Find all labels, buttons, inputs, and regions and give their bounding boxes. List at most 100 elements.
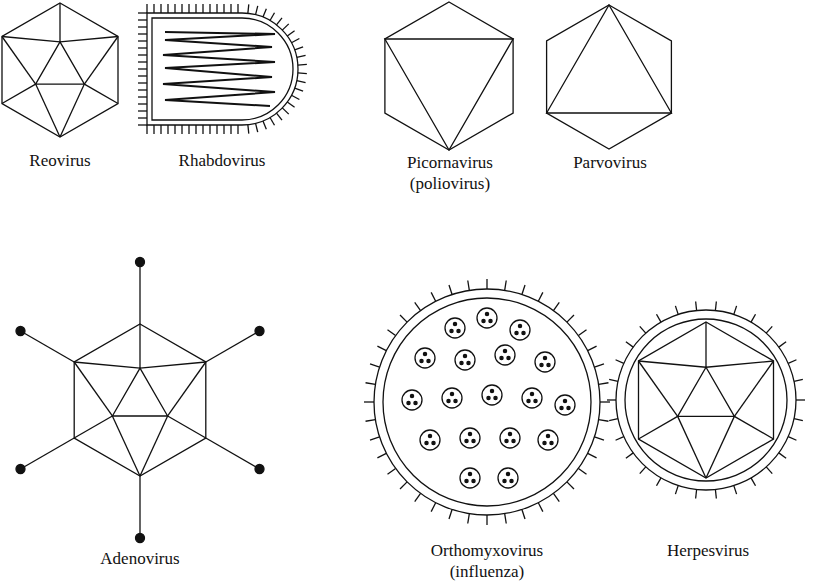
outline-stroke (138, 117, 147, 118)
outline-stroke (638, 416, 677, 439)
outline-stroke (276, 18, 282, 25)
outline-stroke (779, 453, 786, 458)
outline-stroke (626, 453, 633, 458)
outline-stroke (370, 364, 380, 367)
outline-stroke (788, 437, 796, 441)
outline-stroke (216, 125, 217, 134)
outline-stroke (678, 367, 735, 416)
outline-stroke (415, 493, 421, 501)
outline-stroke (486, 515, 487, 525)
outline-stroke (547, 5, 672, 149)
segment-dot (487, 396, 490, 399)
outline-stroke (415, 302, 421, 310)
outline-stroke (206, 438, 260, 469)
outline-stroke (431, 503, 436, 512)
outline-stroke (639, 322, 774, 478)
outline-stroke (553, 302, 559, 310)
outline-stroke (138, 19, 147, 20)
outline-stroke (468, 514, 470, 524)
outline-stroke (138, 40, 147, 41)
outline-stroke (594, 364, 604, 367)
segment-dot (540, 363, 543, 366)
outline-stroke (505, 514, 507, 524)
outline-stroke (287, 102, 294, 107)
segment-dot (428, 434, 431, 437)
outline-stroke (174, 125, 175, 134)
segment-dot (512, 439, 515, 442)
outline-stroke (678, 416, 706, 478)
outline-stroke (616, 360, 624, 364)
segment-dot (546, 434, 549, 437)
outline-stroke (695, 302, 697, 311)
outline-stroke (168, 416, 206, 438)
ribonucleoprotein-segment (498, 468, 518, 488)
outline-stroke (74, 362, 140, 368)
outline-stroke (167, 125, 168, 134)
virus-name: Adenovirus (80, 548, 200, 569)
outline-stroke (138, 124, 147, 125)
segment-dot (534, 399, 537, 402)
outline-stroke (538, 503, 543, 512)
outline-stroke (84, 37, 118, 85)
outline-stroke (298, 72, 307, 74)
virus-name: Picornavirus (poliovirus) (395, 152, 505, 194)
outline-stroke (734, 306, 737, 315)
outline-stroke (139, 324, 140, 368)
fiber-knob (255, 327, 264, 336)
ribonucleoprotein-segment (460, 428, 480, 448)
outline-stroke (616, 437, 624, 441)
outline-stroke (237, 4, 238, 13)
segment-dot (465, 439, 468, 442)
outline-stroke (2, 37, 36, 85)
outline-stroke (2, 84, 36, 103)
outline-stroke (2, 37, 60, 42)
outline-stroke (287, 31, 294, 36)
outline-stroke (139, 262, 140, 324)
outline-stroke (297, 55, 306, 57)
segment-dot (472, 439, 475, 442)
outline-stroke (734, 416, 773, 439)
outline-stroke (486, 279, 487, 289)
segment-dot (450, 392, 453, 395)
outline-stroke (138, 54, 147, 55)
outline-stroke (195, 125, 196, 134)
outline-stroke (567, 315, 574, 322)
ribonucleoprotein-segment (538, 430, 558, 450)
outline-stroke (74, 362, 112, 416)
outline-stroke (60, 84, 84, 137)
segment-dot (432, 441, 435, 444)
segment-dot (550, 441, 553, 444)
outline-stroke (297, 81, 306, 83)
outline-stroke (607, 399, 616, 400)
outline-stroke (640, 326, 646, 333)
segment-dot (515, 331, 518, 334)
segment-dot (505, 439, 508, 442)
segment-dot (510, 479, 513, 482)
outline-stroke (138, 110, 147, 111)
virus-name: Herpesvirus (648, 540, 768, 561)
outline-stroke (657, 314, 662, 322)
outline-stroke (138, 26, 147, 27)
outline-stroke (230, 4, 231, 13)
parvovirus-capsid (547, 5, 672, 149)
outline-stroke (84, 84, 118, 103)
outline-stroke (553, 493, 559, 501)
ribonucleoprotein-segment (555, 395, 575, 415)
segment-dot (447, 399, 450, 402)
outline-stroke (625, 319, 787, 481)
ribonucleoprotein-segment (442, 388, 462, 408)
orthomyxovirus-envelope (364, 279, 610, 525)
ribonucleoprotein-segment (455, 350, 475, 370)
outline-stroke (36, 42, 85, 84)
outline-stroke (223, 4, 224, 13)
outline-stroke (138, 75, 147, 76)
outline-stroke (2, 3, 118, 137)
outline-stroke (400, 482, 407, 489)
outline-stroke (377, 346, 386, 351)
ribonucleoprotein-segment (500, 428, 520, 448)
segment-dot (500, 356, 503, 359)
outline-stroke (364, 401, 374, 402)
outline-stroke (146, 4, 147, 13)
outline-stroke (600, 401, 610, 402)
